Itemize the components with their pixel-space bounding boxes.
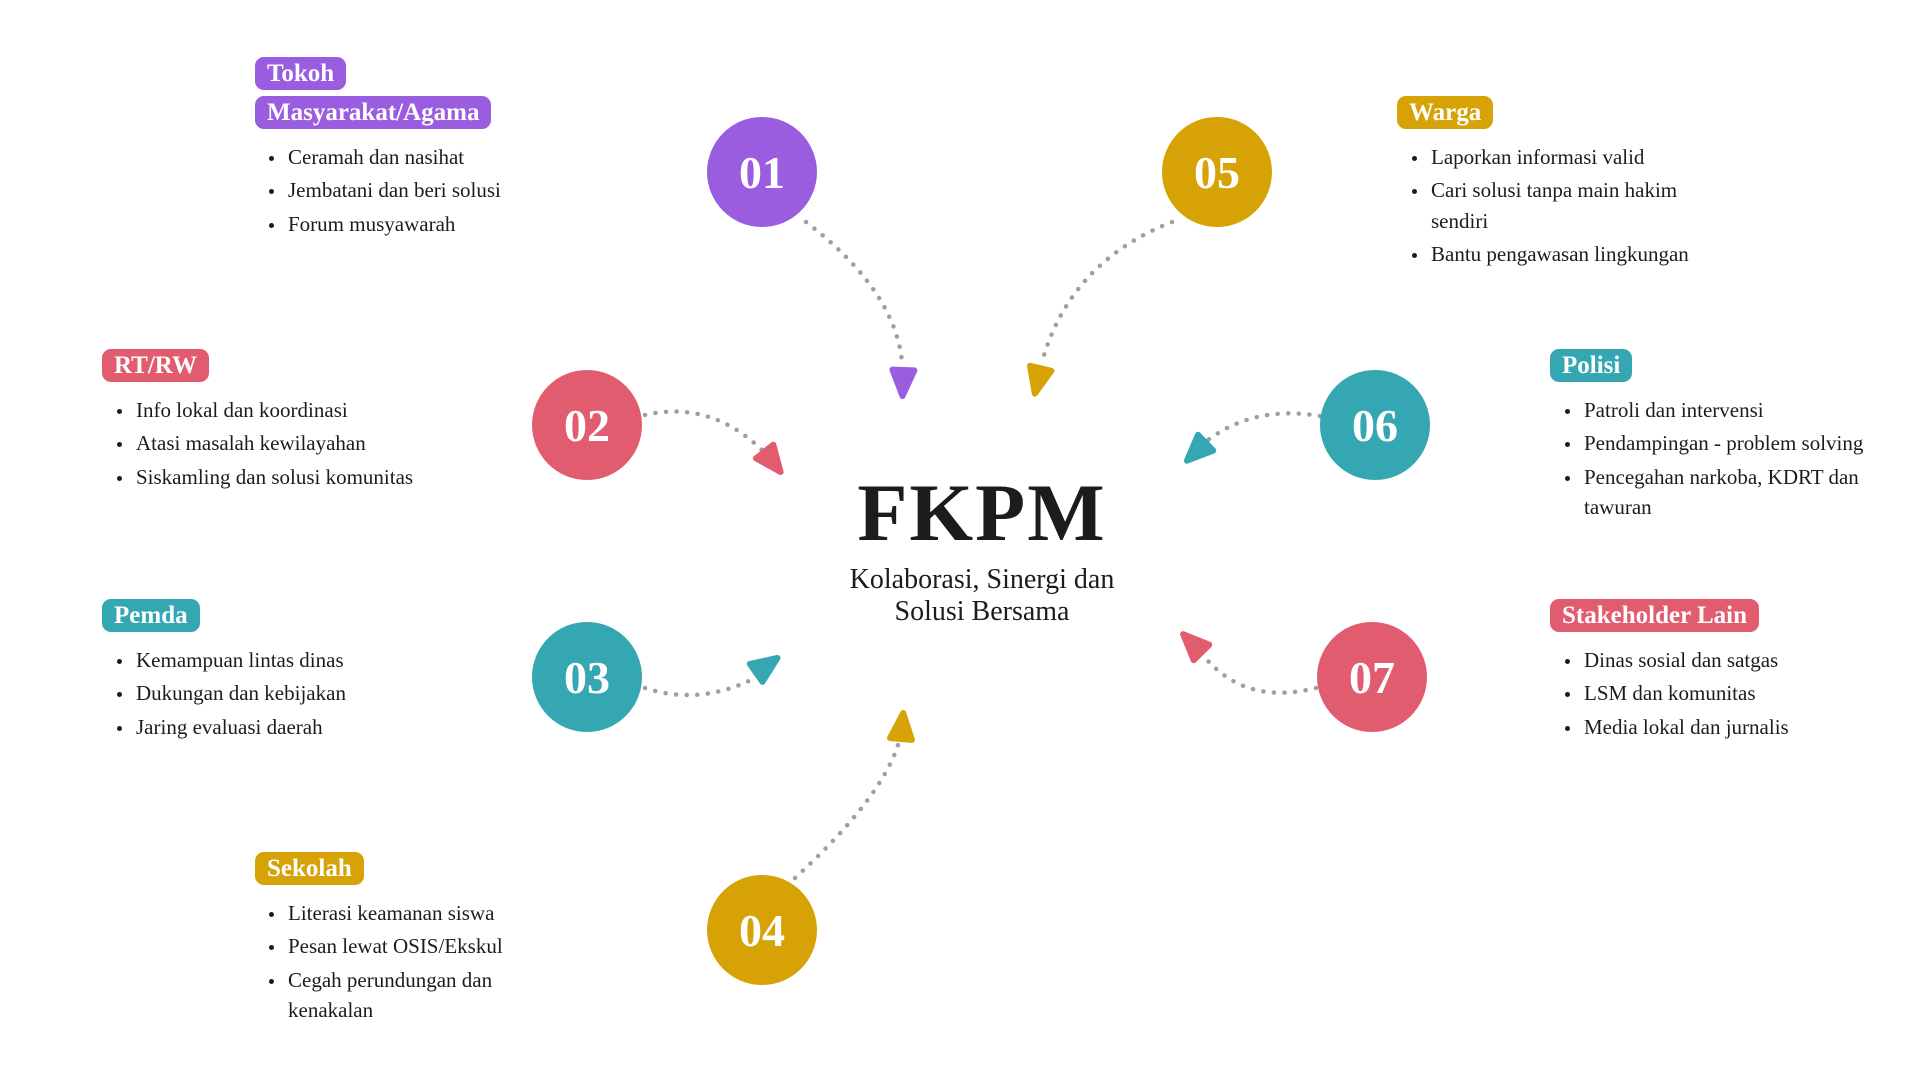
connector-02 (642, 409, 765, 453)
chip-label: Polisi (1550, 349, 1633, 382)
bullets-stakeholder-lain: Dinas sosial dan satgas LSM dan komunita… (1558, 645, 1892, 745)
node-01-number: 01 (739, 146, 785, 198)
bullet-item: Pendampingan - problem solving (1582, 428, 1877, 458)
bullet-item: Literasi keamanan siswa (286, 898, 581, 928)
chip-label: Sekolah (255, 852, 364, 885)
chip-sekolah: Sekolah (255, 850, 364, 889)
node-05-number: 05 (1194, 146, 1240, 198)
node-04-circle: 04 (707, 875, 817, 985)
chip-pemda: Pemda (102, 597, 200, 636)
bullet-item: Ceramah dan nasihat (286, 142, 616, 172)
bullet-item: Cari solusi tanpa main hakim sendiri (1429, 175, 1734, 236)
bullet-item: Pencegahan narkoba, KDRT dan tawuran (1582, 462, 1877, 523)
chip-warga: Warga (1397, 94, 1494, 133)
bullets-tokoh-masyarakat-agama: Ceramah dan nasihat Jembatani dan beri s… (262, 142, 616, 242)
chip-rt-rw: RT/RW (102, 347, 209, 386)
node-07-circle: 07 (1317, 622, 1427, 732)
node-03-number: 03 (564, 651, 610, 703)
bullet-item: Jaring evaluasi daerah (134, 712, 434, 742)
center-title: FKPM (857, 467, 1107, 558)
node-07-number: 07 (1349, 651, 1395, 703)
connector-04 (792, 742, 901, 881)
center-block: FKPM Kolaborasi, Sinergi dan Solusi Bers… (782, 472, 1182, 628)
node-03-circle: 03 (532, 622, 642, 732)
connector-06 (1205, 411, 1323, 443)
bullet-item: Dukungan dan kebijakan (134, 678, 434, 708)
node-02-circle: 02 (532, 370, 642, 480)
node-04-number: 04 (739, 904, 785, 956)
bullets-pemda: Kemampuan lintas dinas Dukungan dan kebi… (110, 645, 434, 745)
arrowhead-07-icon (1180, 631, 1213, 664)
chip-stakeholder-lain: Stakeholder Lain (1550, 597, 1759, 636)
chip-polisi: Polisi (1550, 347, 1633, 386)
arrowhead-05-icon (1026, 362, 1055, 397)
arrowhead-06-icon (1183, 431, 1217, 464)
chip-label: Pemda (102, 599, 200, 632)
connector-07 (1200, 652, 1319, 695)
bullet-item: Kemampuan lintas dinas (134, 645, 434, 675)
node-06-circle: 06 (1320, 370, 1430, 480)
bullet-item: Atasi masalah kewilayahan (134, 428, 419, 458)
arrowhead-04-icon (886, 710, 915, 743)
bullet-item: Bantu pengawasan lingkungan (1429, 239, 1734, 269)
bullet-item: Laporkan informasi valid (1429, 142, 1734, 172)
bullet-item: Media lokal dan jurnalis (1582, 712, 1892, 742)
node-06-number: 06 (1352, 399, 1398, 451)
bullet-item: Cegah perundungan dan kenakalan (286, 965, 581, 1026)
bullet-item: Jembatani dan beri solusi (286, 175, 616, 205)
center-subtitle: Kolaborasi, Sinergi dan Solusi Bersama (849, 564, 1115, 628)
bullet-item: Dinas sosial dan satgas (1582, 645, 1892, 675)
bullets-warga: Laporkan informasi valid Cari solusi tan… (1405, 142, 1734, 273)
connector-01 (803, 219, 905, 365)
connector-03 (642, 675, 758, 698)
bullet-item: Siskamling dan solusi komunitas (134, 462, 419, 492)
chip-label: Tokoh Masyarakat/Agama (255, 57, 492, 129)
chip-label: Stakeholder Lain (1550, 599, 1759, 632)
node-02-number: 02 (564, 399, 610, 451)
bullet-item: LSM dan komunitas (1582, 678, 1892, 708)
arrowhead-01-icon (889, 366, 918, 399)
bullet-item: Forum musyawarah (286, 209, 616, 239)
bullets-sekolah: Literasi keamanan siswa Pesan lewat OSIS… (262, 898, 581, 1029)
chip-tokoh-masyarakat-agama: Tokoh Masyarakat/Agama (255, 55, 505, 133)
bullet-item: Info lokal dan koordinasi (134, 395, 419, 425)
bullets-rt-rw: Info lokal dan koordinasi Atasi masalah … (110, 395, 419, 495)
node-01-circle: 01 (707, 117, 817, 227)
bullet-item: Patroli dan intervensi (1582, 395, 1877, 425)
chip-label: RT/RW (102, 349, 209, 382)
bullets-polisi: Patroli dan intervensi Pendampingan - pr… (1558, 395, 1877, 526)
chip-label: Warga (1397, 96, 1494, 129)
arrowhead-03-icon (746, 654, 781, 685)
bullet-item: Pesan lewat OSIS/Ekskul (286, 931, 581, 961)
connector-05 (1039, 219, 1175, 365)
node-05-circle: 05 (1162, 117, 1272, 227)
